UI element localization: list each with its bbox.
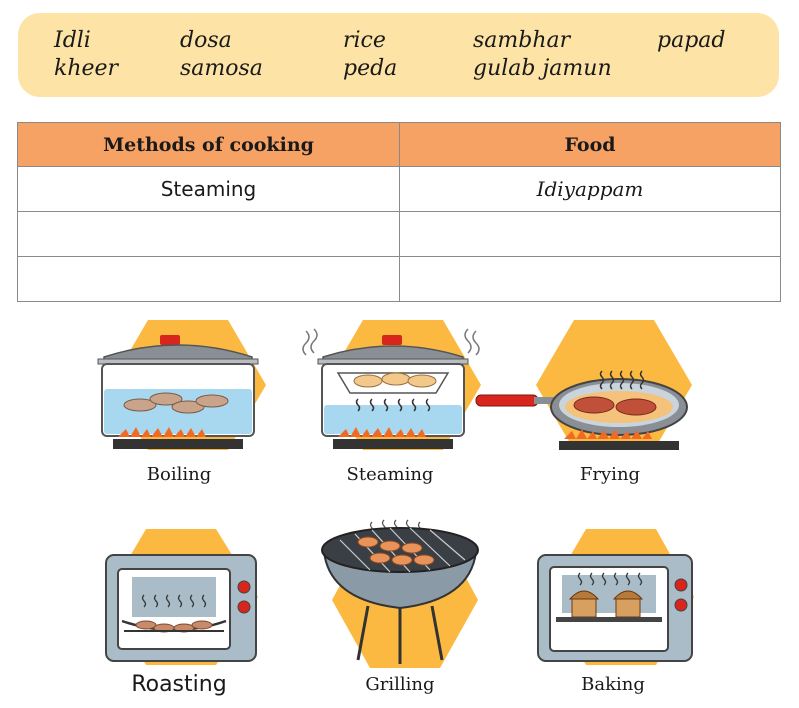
table-row xyxy=(17,256,781,302)
word-item: dosa xyxy=(180,28,232,53)
frying-pan-icon xyxy=(475,320,692,450)
roasting-oven-icon xyxy=(105,529,258,665)
word-item: samosa xyxy=(180,56,263,81)
table-row: Steaming Idiyappam xyxy=(17,166,781,212)
word-item: kheer xyxy=(54,56,119,81)
method-caption: Baking xyxy=(581,674,645,695)
cooking-methods-table: Methods of cooking Food Steaming Idiyapp… xyxy=(17,122,781,302)
boiling-pot-icon xyxy=(97,320,266,450)
steamer-icon xyxy=(302,320,481,450)
grill-icon xyxy=(321,519,479,668)
method-cell[interactable] xyxy=(17,256,400,302)
word-box xyxy=(18,13,779,97)
food-cell: Idiyappam xyxy=(399,166,781,212)
word-item: sambhar xyxy=(473,28,571,53)
method-caption: Grilling xyxy=(365,674,435,695)
table-header-row: Methods of cooking Food xyxy=(17,122,781,167)
method-cell: Steaming xyxy=(17,166,400,212)
method-caption: Roasting xyxy=(131,672,227,697)
word-item: rice xyxy=(343,28,386,53)
method-caption: Frying xyxy=(579,464,641,485)
method-cell[interactable] xyxy=(17,211,400,257)
column-header-methods: Methods of cooking xyxy=(17,122,400,167)
method-caption: Steaming xyxy=(346,464,434,485)
baking-oven-icon xyxy=(537,529,694,665)
food-cell[interactable] xyxy=(399,256,781,302)
word-item: papad xyxy=(657,28,726,53)
method-caption: Boiling xyxy=(146,464,212,485)
word-item: gulab jamun xyxy=(473,56,612,81)
food-cell[interactable] xyxy=(399,211,781,257)
word-item: peda xyxy=(343,56,398,81)
table-row xyxy=(17,211,781,257)
column-header-food: Food xyxy=(399,122,781,167)
word-item: Idli xyxy=(54,28,91,53)
